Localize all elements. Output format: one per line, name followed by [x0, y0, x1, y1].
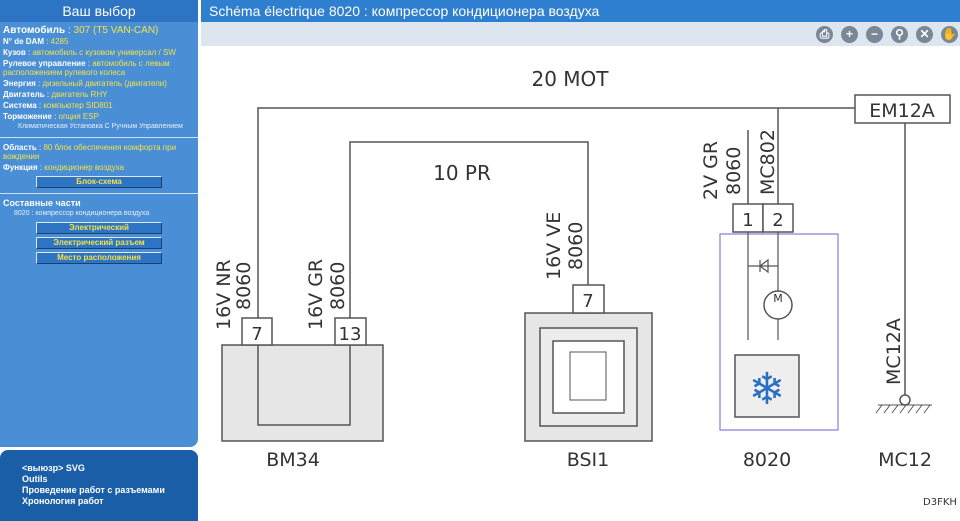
- wire-label-20mot: 20 MOT: [531, 67, 609, 91]
- svg-text:8060: 8060: [233, 262, 255, 310]
- zoom-out-icon[interactable]: −: [866, 25, 883, 43]
- block-diagram-button[interactable]: Блок-схема: [36, 176, 162, 188]
- em12a-box: [854, 94, 951, 124]
- field-1: N° de DAM : 4285: [3, 37, 69, 46]
- selection-panel: Ваш выбор Автомобиль : 307 (T5 VAN-CAN)N…: [0, 0, 198, 447]
- diode-icon: [747, 232, 779, 340]
- function-field: Функция : кондиционер воздуха: [3, 163, 124, 172]
- menu-svg-viewer[interactable]: <выюзр> SVG: [22, 463, 85, 473]
- panel-title: Ваш выбор: [0, 0, 198, 22]
- field-6: Система : компьютер SID801: [3, 101, 113, 110]
- svg-text:16V GR: 16V GR: [305, 259, 327, 330]
- svg-text:MC12A: MC12A: [883, 318, 905, 385]
- menu-tools[interactable]: Outils: [22, 474, 48, 484]
- hand-icon[interactable]: ✋: [941, 25, 958, 43]
- parts-title: Составные части: [3, 198, 81, 208]
- menu-connector-work[interactable]: Проведение работ с разъемами: [22, 485, 165, 495]
- electrical-button[interactable]: Электрический: [36, 222, 162, 234]
- svg-text:M: M: [773, 292, 783, 305]
- note: Климатическая Установка С Ручным Управле…: [18, 123, 183, 130]
- bm34-pin-7: [241, 317, 273, 346]
- wires: [257, 107, 906, 395]
- bm34-pin-13: [334, 317, 367, 346]
- bottom-menu: <выюзр> SVG Outils Проведение работ с ра…: [0, 450, 198, 521]
- magnify-icon[interactable]: ⚲: [891, 25, 908, 43]
- field-7: Торможение : опция ESP: [3, 112, 99, 121]
- bm34-box: [221, 344, 384, 442]
- svg-text:MC802: MC802: [757, 129, 779, 195]
- svg-text:2V GR: 2V GR: [700, 141, 722, 200]
- field-2: Кузов : автомобиль с кузовом универсал /…: [3, 48, 176, 57]
- field-5: Двигатель : двигатель RHY: [3, 90, 108, 99]
- mc12-label: MC12: [878, 449, 932, 471]
- svg-text:8060: 8060: [565, 222, 587, 270]
- connector-button[interactable]: Электрический разъем: [36, 237, 162, 249]
- svg-text:7: 7: [582, 291, 593, 312]
- diagram-title: Schéma électrique 8020 : компрессор конд…: [201, 0, 960, 22]
- print-icon[interactable]: ⎙: [816, 25, 833, 43]
- diagram-ref: D3FKH: [923, 497, 957, 508]
- wire-label-10pr: 10 PR: [433, 161, 491, 185]
- pin-2: [762, 203, 794, 233]
- toolbar: ⎙ + − ⚲ ✕ ✋: [201, 22, 960, 46]
- 8020-label: 8020: [743, 449, 791, 471]
- part-item: 8020 : компрессор кондиционера воздуха: [14, 210, 150, 217]
- area-field: Область : 80 блок обеспечения комфорта п…: [3, 143, 177, 161]
- location-button[interactable]: Место расположения: [36, 252, 162, 264]
- bsi1-pin-7: [572, 284, 605, 314]
- motor-icon: [763, 290, 793, 320]
- ac-box: [734, 354, 800, 418]
- fit-icon[interactable]: ✕: [916, 25, 933, 43]
- svg-text:8060: 8060: [327, 262, 349, 310]
- wiring-diagram: 20 MOT 10 PR EM12A 7 13 16V NR 8060 16V …: [213, 67, 957, 508]
- ground-icon: [899, 394, 911, 406]
- svg-text:7: 7: [251, 324, 262, 345]
- svg-text:2: 2: [772, 210, 783, 231]
- field-4: Энергия : дизельный двигатель (двигатели…: [3, 79, 167, 88]
- zoom-in-icon[interactable]: +: [841, 25, 858, 43]
- svg-text:16V VE: 16V VE: [543, 212, 565, 280]
- menu-history[interactable]: Хронология работ: [22, 496, 104, 506]
- svg-text:13: 13: [339, 324, 362, 345]
- pin-label: 16V NR: [213, 259, 235, 330]
- bsi1-label: BSI1: [567, 449, 609, 471]
- compressor-8020-box: [719, 233, 839, 431]
- snowflake-icon: ❄: [749, 364, 786, 415]
- field-3: Рулевое управление : автомобиль с левым …: [3, 59, 170, 77]
- svg-text:1: 1: [742, 210, 753, 231]
- em12a-label: EM12A: [869, 100, 935, 122]
- field-0: Автомобиль : 307 (T5 VAN-CAN): [3, 25, 159, 36]
- bm34-label: BM34: [266, 449, 320, 471]
- svg-text:8060: 8060: [723, 147, 745, 195]
- pin-1: [732, 203, 764, 233]
